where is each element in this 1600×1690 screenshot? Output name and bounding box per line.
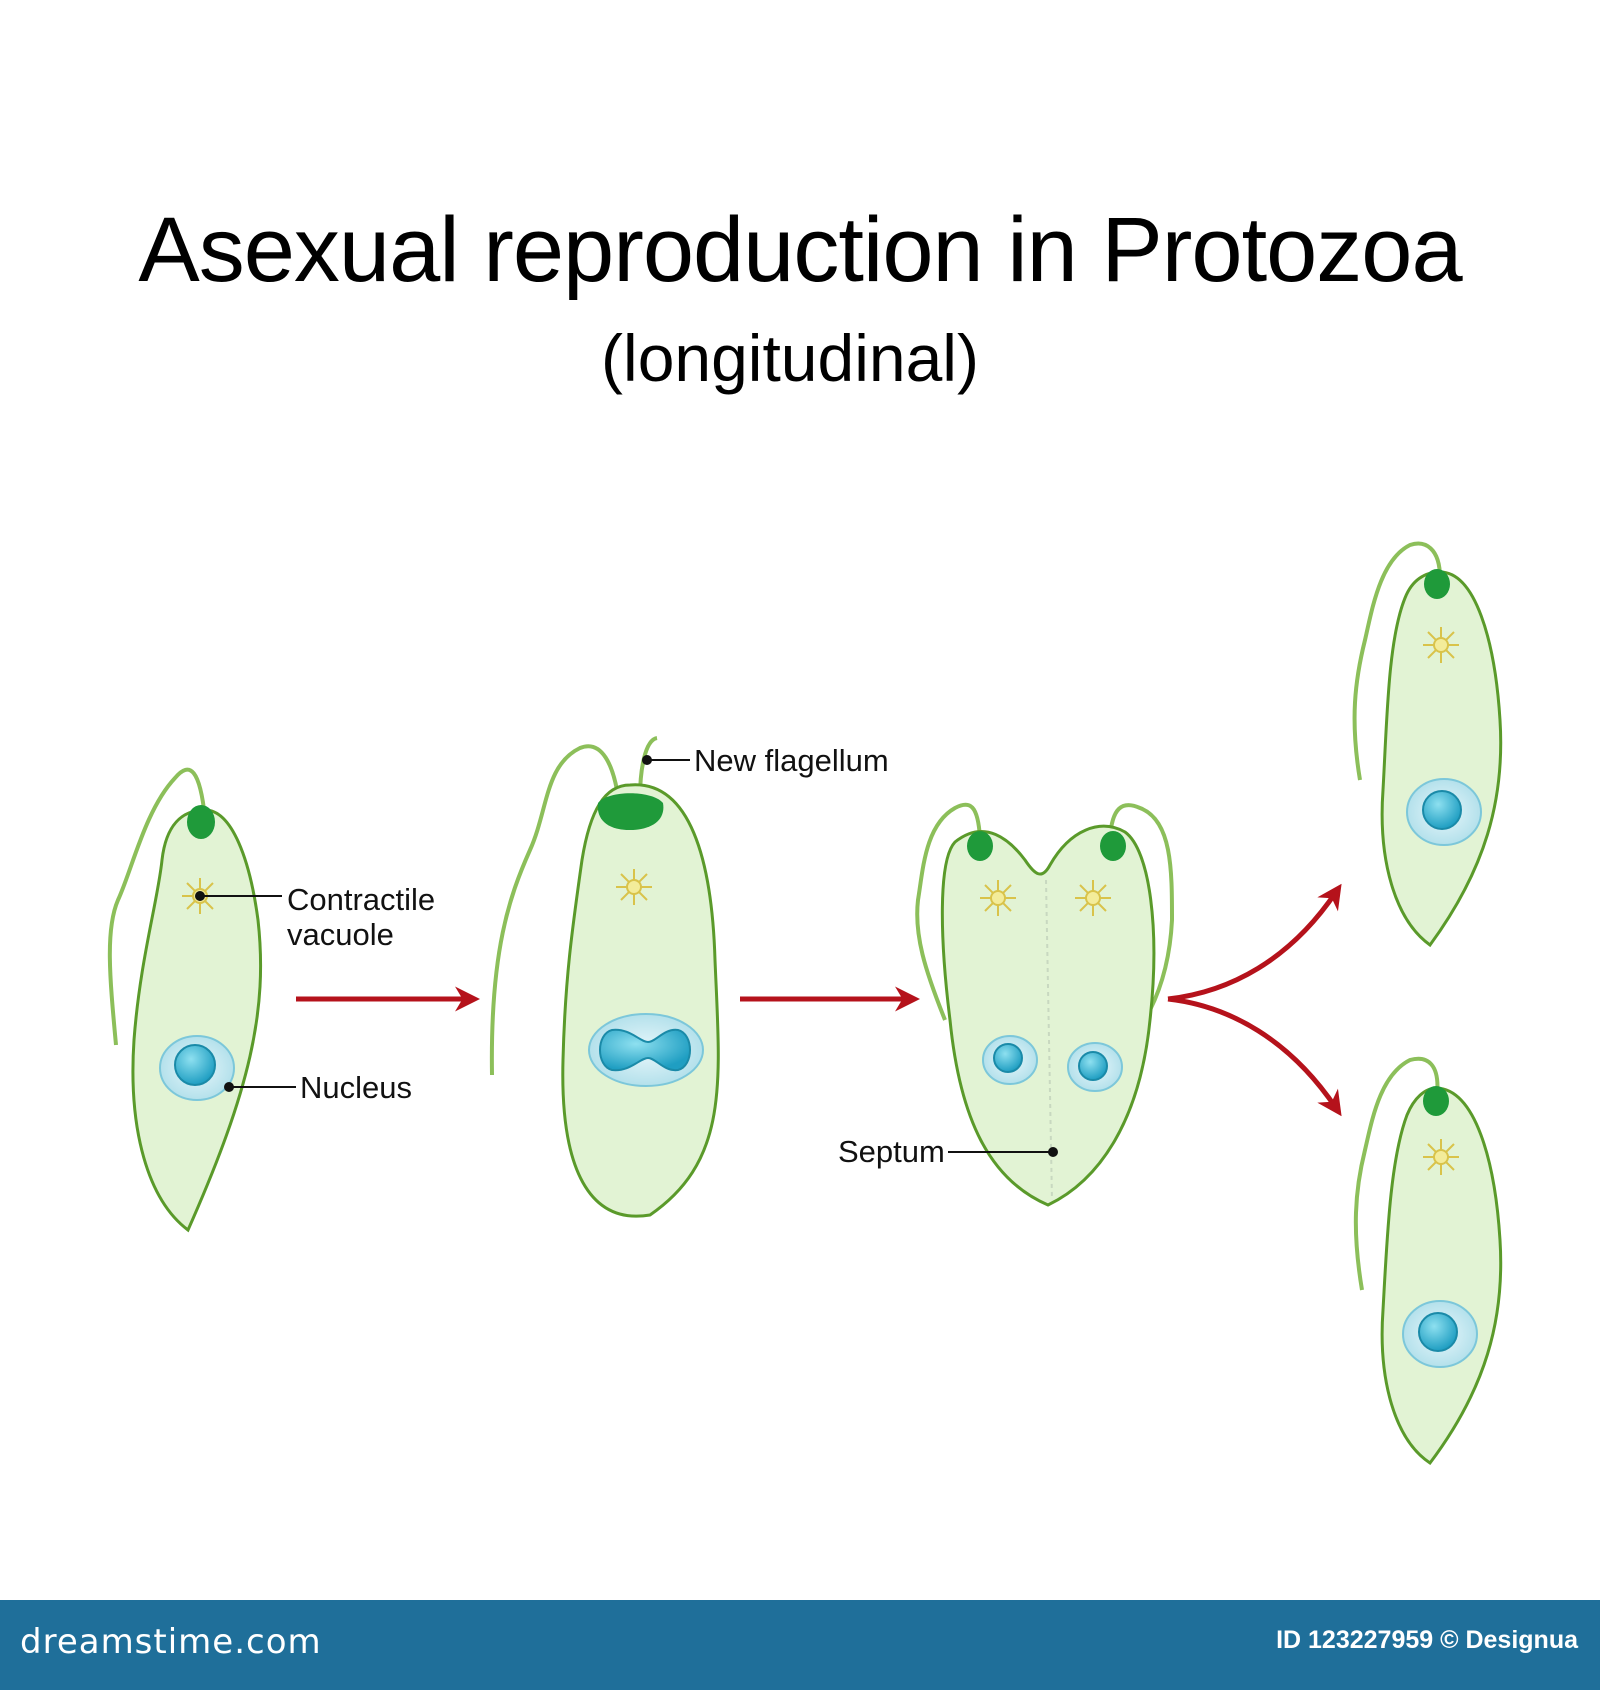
contractile-vacuole-icon [979,879,1017,917]
eyespot [1100,831,1126,861]
dividing-nucleus [599,1028,691,1072]
cell-body [561,783,720,1218]
cell-body [1380,1086,1503,1466]
contractile-vacuole-icon [1074,879,1112,917]
label-septum: Septum [838,1134,945,1169]
label-vacuole: vacuole [287,917,394,952]
nucleus [1422,790,1462,830]
daughter-cell-top [1352,541,1503,948]
daughter-cell-bottom [1353,1056,1503,1466]
arrow-split-up [1167,883,1342,1002]
arrow-split-down [1167,996,1342,1117]
flagellum [1352,541,1442,781]
footer-bar: dreamstime.com ID 123227959 © Designua [0,1600,1600,1690]
division-diagram: Contractile vacuole Nucleus New flagellu… [107,541,1503,1466]
contractile-vacuole-icon [1422,626,1460,664]
flagellum [489,744,622,1076]
nucleus [174,1044,216,1086]
diagram-title: Asexual reproduction in Protozoa [138,199,1462,301]
leader-lines [200,759,1053,1153]
process-arrows [296,883,1342,1117]
diagram-subtitle: (longitudinal) [601,321,979,395]
cell-body [940,824,1156,1207]
label-nucleus: Nucleus [300,1070,412,1105]
flagellum-right [1108,803,1175,1011]
cell-body [131,808,263,1233]
label-contractile: Contractile [287,882,435,917]
stage-2-cell [489,736,720,1218]
flagellum [1353,1056,1440,1291]
image-credit: ID 123227959 © Designua [1276,1626,1578,1654]
eyespot [1424,569,1450,599]
septum-line [1045,879,1053,1201]
eyespot [967,831,993,861]
cell-body [1380,570,1503,948]
leader-dots [195,755,1058,1157]
flagellum [107,767,207,1046]
eyespot [187,805,215,839]
flagellum-left [915,802,982,1021]
label-new-flagellum: New flagellum [694,743,889,778]
stage-1-cell [107,767,263,1233]
nucleus [1078,1051,1108,1081]
brand-logo[interactable]: dreamstime.com [20,1622,322,1662]
contractile-vacuole-icon [615,868,653,906]
nucleus [1418,1312,1458,1352]
eyespot [1423,1086,1449,1116]
stage-3-cell [915,802,1175,1207]
contractile-vacuole-icon [1422,1138,1460,1176]
nucleus [993,1043,1023,1073]
eyespot [597,793,664,830]
